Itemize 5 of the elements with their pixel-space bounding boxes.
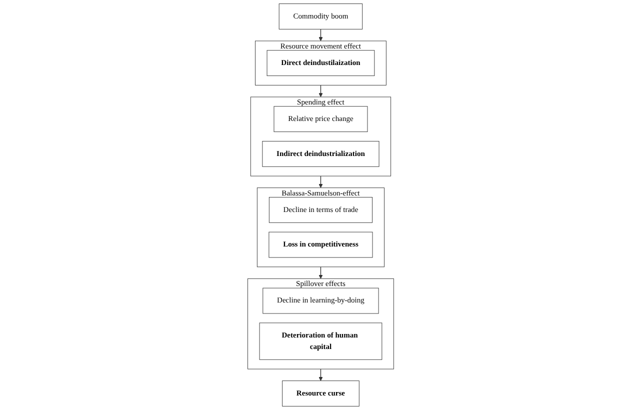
arrow xyxy=(318,266,324,279)
arrow xyxy=(318,28,324,42)
arrow xyxy=(318,368,324,381)
arrow xyxy=(318,84,324,98)
arrow xyxy=(318,176,324,188)
